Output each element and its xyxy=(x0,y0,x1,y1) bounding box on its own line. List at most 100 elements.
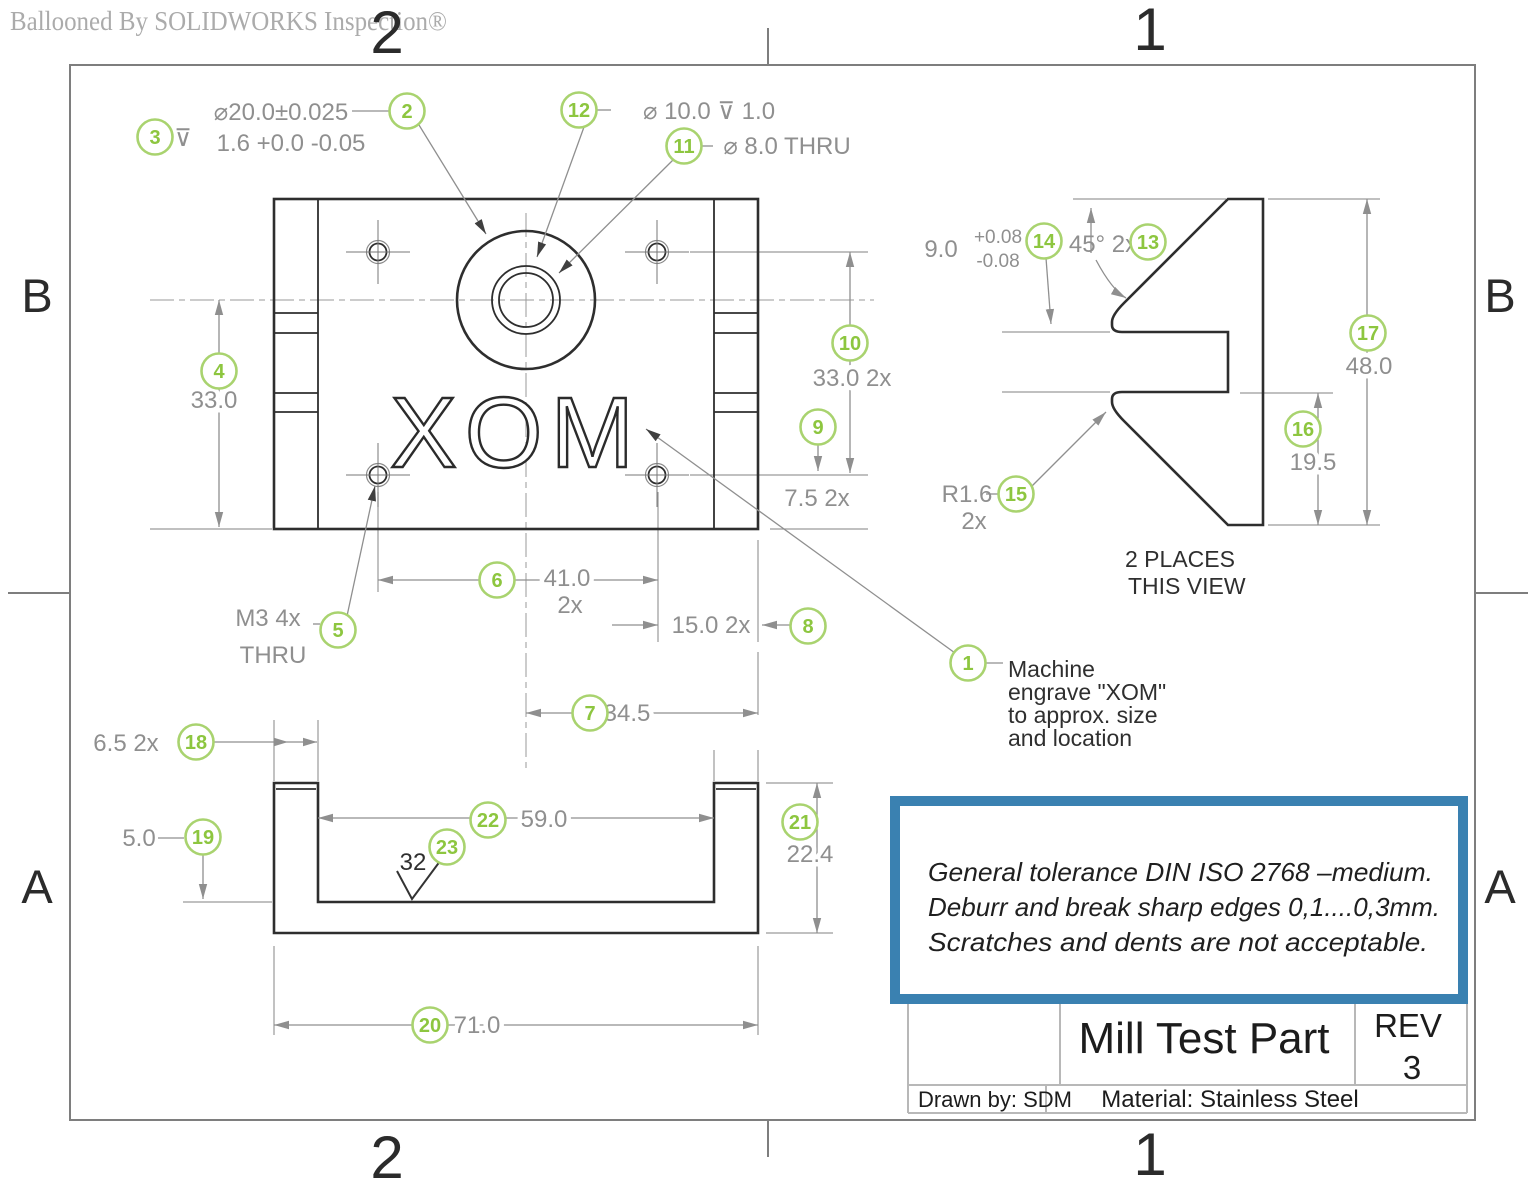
balloon-16[interactable]: 16 xyxy=(1284,410,1322,448)
dim-width-59: 59.0 xyxy=(521,806,568,833)
zone-top-left: 2 xyxy=(370,0,403,66)
dim-hole-dia8: ⌀ 8.0 THRU xyxy=(723,133,850,160)
balloon-5[interactable]: 5 xyxy=(319,611,357,649)
annotation-notes: Machine engrave "XOM" to approx. size an… xyxy=(1008,546,1246,751)
balloon-10[interactable]: 10 xyxy=(831,324,869,362)
svg-text:4: 4 xyxy=(213,361,225,383)
balloon-6[interactable]: 6 xyxy=(478,561,516,599)
dim-height-22-4: 22.4 xyxy=(787,841,834,868)
dim-slot-9-plus: +0.08 xyxy=(974,227,1022,248)
svg-text:19: 19 xyxy=(192,827,214,849)
svg-text:3: 3 xyxy=(149,127,160,149)
balloons: 1 2 3 4 5 6 7 8 9 10 11 12 13 14 15 16 1… xyxy=(136,91,1387,1044)
balloon-8[interactable]: 8 xyxy=(789,607,827,645)
dim-counterbore-dia: ⌀20.0±0.025 xyxy=(214,99,348,126)
xom-engraving: XOM xyxy=(390,377,642,489)
tolerance-line-2: Deburr and break sharp edges 0,1....0,3m… xyxy=(928,892,1440,922)
engrave-note-line-4: and location xyxy=(1008,725,1132,751)
rev-value: 3 xyxy=(1403,1049,1421,1086)
dim-edge-7-5: 7.5 2x xyxy=(784,485,849,512)
zone-row-b-left: B xyxy=(21,269,52,322)
svg-text:6: 6 xyxy=(491,570,502,592)
engrave-note-line-2: engrave "XOM" xyxy=(1008,679,1166,705)
dim-chamfer-45: 45° 2x xyxy=(1069,231,1137,258)
counterbore-circle xyxy=(455,229,597,371)
dim-thread-thru: THRU xyxy=(240,642,307,669)
extension-lines xyxy=(150,198,1380,1035)
svg-text:21: 21 xyxy=(789,812,811,834)
dimension-lines xyxy=(158,109,1372,1030)
tolerance-line-1: General tolerance DIN ISO 2768 –medium. xyxy=(928,857,1433,887)
balloon-7[interactable]: 7 xyxy=(571,694,609,732)
surface-finish-symbol xyxy=(396,848,450,901)
balloon-2[interactable]: 2 xyxy=(388,92,426,130)
places-note-line-2: THIS VIEW xyxy=(1128,573,1246,599)
balloon-19[interactable]: 19 xyxy=(184,818,222,856)
balloon-12[interactable]: 12 xyxy=(560,91,598,129)
dim-height-33: 33.0 xyxy=(191,387,238,414)
dim-center-34-5: 34.5 xyxy=(604,700,651,727)
balloon-9[interactable]: 9 xyxy=(799,408,837,446)
zone-labels: 2 1 2 1 B B A A xyxy=(21,0,1516,1187)
balloon-13[interactable]: 13 xyxy=(1129,223,1167,261)
engrave-note-line-1: Machine xyxy=(1008,656,1095,682)
balloon-17[interactable]: 17 xyxy=(1349,314,1387,352)
balloon-15[interactable]: 15 xyxy=(997,475,1035,513)
material: Material: Stainless Steel xyxy=(1101,1086,1358,1113)
zone-row-b-right: B xyxy=(1484,269,1515,322)
dim-slot-9-minus: -0.08 xyxy=(976,251,1019,272)
svg-text:14: 14 xyxy=(1033,231,1056,253)
depth-symbol-icon: ⊽ xyxy=(174,125,192,152)
zone-top-right: 1 xyxy=(1133,0,1166,63)
places-note-line-1: 2 PLACES xyxy=(1125,546,1235,572)
balloon-1[interactable]: 1 xyxy=(949,644,987,682)
balloon-4[interactable]: 4 xyxy=(200,352,238,390)
dim-counterbore-depth: 1.6 +0.0 -0.05 xyxy=(217,130,366,157)
svg-text:2: 2 xyxy=(401,101,412,123)
balloon-20[interactable]: 20 xyxy=(411,1006,449,1044)
tolerance-line-3: Scratches and dents are not acceptable. xyxy=(928,927,1428,957)
dim-cbore-dia10: ⌀ 10.0 ⊽ 1.0 xyxy=(643,98,775,125)
dim-spacing-41-qty: 2x xyxy=(557,592,582,619)
svg-text:15: 15 xyxy=(1005,484,1027,506)
svg-text:16: 16 xyxy=(1292,419,1314,441)
dim-width-71: 71.0 xyxy=(454,1012,501,1039)
dim-edge-15: 15.0 2x xyxy=(672,612,751,639)
svg-text:18: 18 xyxy=(185,732,207,754)
centerlines xyxy=(150,213,874,770)
svg-text:9: 9 xyxy=(812,417,823,439)
watermark-text: Ballooned By SOLIDWORKS Inspection® xyxy=(10,6,447,36)
drawn-by: Drawn by: SDM xyxy=(918,1087,1072,1112)
balloon-14[interactable]: 14 xyxy=(1025,222,1063,260)
dim-spacing-41: 41.0 xyxy=(544,565,591,592)
dim-height-48: 48.0 xyxy=(1346,353,1393,380)
rev-label: REV xyxy=(1374,1007,1442,1044)
svg-text:5: 5 xyxy=(332,620,343,642)
hole-dia8-circle xyxy=(498,272,554,328)
dim-surface-32: 32 xyxy=(400,849,427,876)
svg-text:1: 1 xyxy=(962,653,973,675)
balloon-3[interactable]: 3 xyxy=(136,118,174,156)
balloon-23[interactable]: 23 xyxy=(428,828,466,866)
dim-radius-r1-6: R1.6 xyxy=(942,481,993,508)
balloon-11[interactable]: 11 xyxy=(665,127,703,165)
side-view xyxy=(1110,197,1265,527)
tolerance-note-box: General tolerance DIN ISO 2768 –medium. … xyxy=(890,796,1468,1004)
balloon-21[interactable]: 21 xyxy=(781,803,819,841)
front-view: XOM xyxy=(272,197,760,531)
svg-text:13: 13 xyxy=(1137,232,1159,254)
svg-text:8: 8 xyxy=(802,616,813,638)
svg-text:11: 11 xyxy=(673,136,694,158)
zone-row-a-right: A xyxy=(1484,860,1516,913)
svg-text:23: 23 xyxy=(436,837,458,859)
title-block-title: Mill Test Part xyxy=(1078,1014,1329,1063)
svg-text:20: 20 xyxy=(419,1015,441,1037)
zone-bottom-left: 2 xyxy=(370,1124,403,1187)
balloon-18[interactable]: 18 xyxy=(177,723,215,761)
dim-slot-9: 9.0 xyxy=(924,236,957,263)
dim-vertical-33-2x: 33.0 2x xyxy=(813,365,892,392)
svg-text:12: 12 xyxy=(568,100,590,122)
balloon-22[interactable]: 22 xyxy=(469,801,507,839)
dim-height-19-5: 19.5 xyxy=(1290,449,1337,476)
